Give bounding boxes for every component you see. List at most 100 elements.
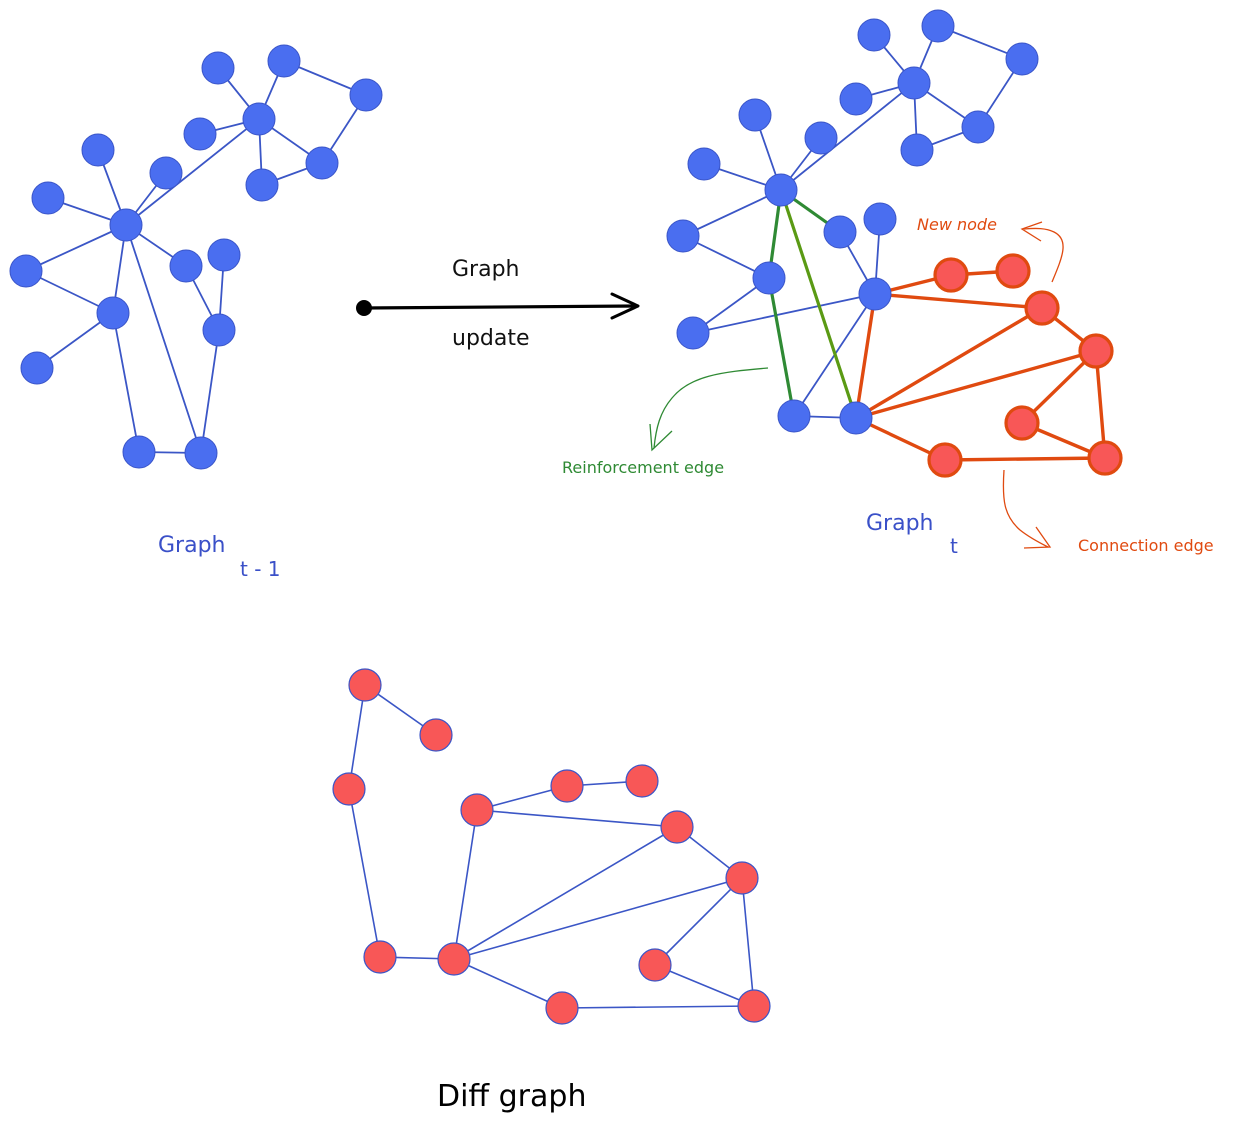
graph-previous-label: Graph xyxy=(158,533,225,558)
diff-node xyxy=(545,991,579,1025)
diff-node xyxy=(550,769,584,803)
graph-node xyxy=(202,313,236,347)
graph-node xyxy=(20,351,54,385)
connection-pointer xyxy=(1002,469,1049,548)
graph-edge xyxy=(780,82,915,191)
graph-node xyxy=(777,399,811,433)
graph-node xyxy=(149,156,183,190)
diff-edge xyxy=(453,809,478,960)
arrow-head-icon xyxy=(610,292,640,320)
new-node xyxy=(1004,405,1040,441)
graph-node xyxy=(666,219,700,253)
new-node-label: New node xyxy=(917,215,997,234)
diff-node xyxy=(363,940,397,974)
graph-node xyxy=(961,110,995,144)
diff-node xyxy=(625,764,659,798)
graph-node xyxy=(1005,42,1039,76)
reinforcement-edge-label: Reinforcement edge xyxy=(562,458,724,477)
graph-node xyxy=(305,146,339,180)
graph-node xyxy=(207,238,241,272)
diff-edge xyxy=(453,958,563,1009)
graph-node xyxy=(738,98,772,132)
new-node xyxy=(927,442,963,478)
graph-current-edges xyxy=(682,25,1107,462)
graph-node xyxy=(9,254,43,288)
reinforcement-pointer xyxy=(653,367,769,449)
new-node-pointer xyxy=(1023,227,1064,283)
graph-previous-nodes xyxy=(9,44,383,470)
graph-node xyxy=(169,249,203,283)
graph-current-subscript: t xyxy=(950,534,958,558)
diff-node xyxy=(419,718,453,752)
reinforcement-edge xyxy=(767,276,796,418)
graph-node xyxy=(752,261,786,295)
diff-graph-title: Diff graph xyxy=(437,1079,586,1114)
connection-edge xyxy=(873,292,1044,310)
graph-node xyxy=(823,215,857,249)
graph-node xyxy=(687,147,721,181)
diff-node xyxy=(460,793,494,827)
graph-node xyxy=(897,66,931,100)
diff-edge xyxy=(348,684,366,790)
graph-update-arrow xyxy=(356,292,640,320)
graph-edge xyxy=(200,329,220,454)
graph-current-nodes xyxy=(666,9,1123,478)
graph-node xyxy=(184,436,218,470)
new-node xyxy=(1087,440,1123,476)
graph-node xyxy=(96,296,130,330)
graph-node xyxy=(81,133,115,167)
graph-edge xyxy=(25,224,127,272)
diff-node xyxy=(638,948,672,982)
graph-node xyxy=(109,208,143,242)
graph-node xyxy=(245,168,279,202)
graph-node xyxy=(839,401,873,435)
new-node xyxy=(1078,333,1114,369)
diff-edge xyxy=(654,877,743,966)
connection-edge xyxy=(943,456,1107,462)
graph-node xyxy=(201,51,235,85)
graph-previous-subscript: t - 1 xyxy=(240,557,281,581)
graph-node xyxy=(839,82,873,116)
diff-edge xyxy=(453,877,743,960)
connection-edge-label: Connection edge xyxy=(1078,536,1214,555)
connection-arrowhead-icon xyxy=(1023,526,1052,549)
arrow-label-top: Graph xyxy=(452,257,519,282)
arrow-label-bottom: update xyxy=(452,326,530,351)
diff-edge xyxy=(476,809,678,828)
diff-edge xyxy=(741,877,755,1007)
diff-graph-nodes xyxy=(332,668,771,1025)
graph-node xyxy=(122,435,156,469)
graph-node xyxy=(804,121,838,155)
graph-edge xyxy=(125,118,260,226)
graph-node xyxy=(183,117,217,151)
graph-edge xyxy=(682,189,782,237)
graph-node xyxy=(857,18,891,52)
graph-edge xyxy=(125,224,202,454)
graph-edge xyxy=(112,312,140,453)
graph-node xyxy=(764,173,798,207)
diff-edge xyxy=(654,964,755,1007)
graph-node xyxy=(242,102,276,136)
new-node xyxy=(933,257,969,293)
connection-edge xyxy=(1094,349,1107,460)
graph-node xyxy=(900,133,934,167)
connection-edge xyxy=(854,292,877,420)
new-node xyxy=(1024,290,1060,326)
reinforcement-arrowhead-icon xyxy=(649,423,673,452)
graph-node xyxy=(863,202,897,236)
graph-current-label: Graph xyxy=(866,511,933,536)
diff-node xyxy=(332,772,366,806)
reinforcement-edge xyxy=(779,188,858,420)
graph-node xyxy=(349,78,383,112)
diff-edge xyxy=(453,826,678,960)
graph-node xyxy=(921,9,955,43)
diff-edge xyxy=(348,788,381,958)
new-node xyxy=(995,253,1031,289)
diff-edge xyxy=(561,1005,755,1009)
graph-node xyxy=(267,44,301,78)
diff-node xyxy=(348,668,382,702)
connection-edge xyxy=(854,306,1044,420)
graph-node xyxy=(31,181,65,215)
diff-node xyxy=(437,942,471,976)
